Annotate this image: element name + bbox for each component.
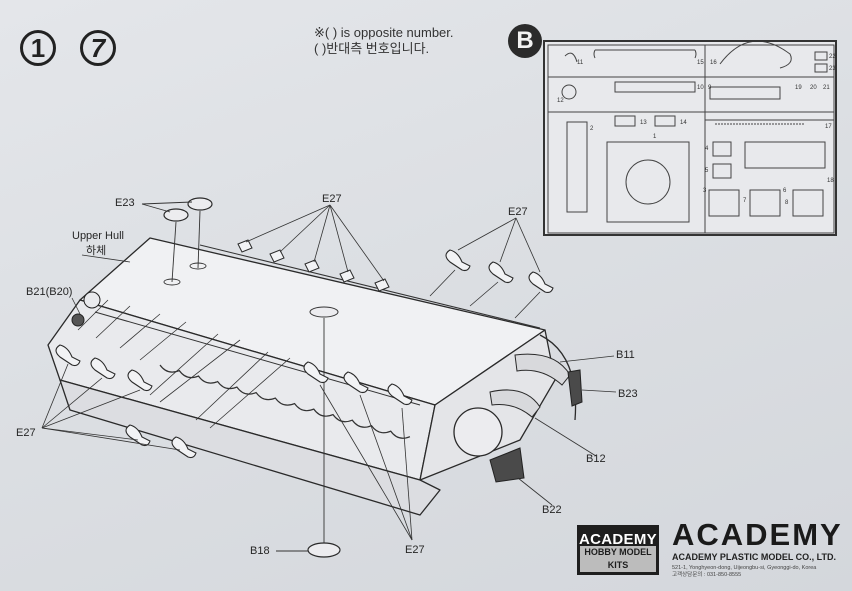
- sprue-num-7: 7: [743, 198, 747, 204]
- label-b11: B11: [616, 349, 635, 361]
- e27-hooks: [55, 249, 554, 459]
- note-korean: ( )반대측 번호입니다.: [314, 41, 430, 56]
- label-b12: B12: [586, 453, 606, 465]
- sprue-num-6: 6: [783, 188, 787, 194]
- hull-bottom: [59, 379, 441, 516]
- academy-brand-block: ACADEMY ACADEMY PLASTIC MODEL CO., LTD. …: [672, 518, 843, 579]
- fender-b11: [514, 353, 571, 386]
- label-e27-right: E27: [508, 206, 528, 218]
- brand-name: ACADEMY: [672, 517, 843, 552]
- label-e27-top: E27: [322, 193, 342, 205]
- company-address: 521-1, Yonghyeon-dong, Uijeongbu-si, Gye…: [672, 565, 817, 571]
- sprue-num-22: 22: [829, 54, 836, 60]
- sprue-b-drawing: 11 12 13 14 15 16 17 18 19 20 21 22 23 2…: [547, 42, 836, 234]
- sprue-letter-badge: B: [508, 24, 542, 58]
- sprue-num-15: 15: [697, 60, 704, 66]
- sprue-num-5: 5: [705, 168, 709, 174]
- part-b21: [71, 313, 85, 327]
- sprue-num-19: 19: [795, 85, 802, 91]
- bracket-b22: [489, 447, 525, 483]
- company-name: ACADEMY PLASTIC MODEL CO., LTD.: [672, 552, 837, 562]
- sprue-num-16: 16: [710, 60, 717, 66]
- label-e23: E23: [115, 197, 135, 209]
- cap-e23-b: [187, 197, 213, 211]
- sprue-num-9: 9: [708, 85, 712, 91]
- logo-subtitle: HOBBY MODEL KITS: [580, 546, 656, 572]
- sprue-num-1: 1: [653, 134, 657, 140]
- label-b22: B22: [542, 504, 562, 516]
- label-e27-left: E27: [16, 427, 36, 439]
- sprue-num-14: 14: [680, 120, 687, 126]
- note-english: ※( ) is opposite number.: [314, 25, 454, 40]
- sprue-num-23: 23: [829, 66, 836, 72]
- label-b21: B21(B20): [26, 286, 73, 298]
- sprue-num-11: 11: [577, 60, 584, 66]
- sprue-num-20: 20: [810, 85, 817, 91]
- sprue-num-12: 12: [557, 98, 564, 104]
- plug-b18: [307, 542, 341, 558]
- label-b23: B23: [618, 388, 638, 400]
- fender-b12: [489, 389, 541, 418]
- cap-e23-a: [163, 208, 189, 222]
- company-phone: 고객상담문의 : 031-850-8555: [672, 572, 742, 578]
- sprue-num-4: 4: [705, 146, 709, 152]
- sprue-num-13: 13: [640, 120, 647, 126]
- label-e27-bottom: E27: [405, 544, 425, 556]
- bracket-b23: [567, 369, 583, 407]
- logo-word: ACADEMY: [579, 531, 657, 548]
- sprue-b-diagram: 11 12 13 14 15 16 17 18 19 20 21 22 23 2…: [543, 40, 837, 236]
- academy-hobby-logo: ACADEMY HOBBY MODEL KITS: [577, 525, 659, 575]
- sprue-num-2: 2: [590, 126, 594, 132]
- sprue-num-17: 17: [825, 124, 832, 130]
- track-guide-teeth: [159, 364, 411, 439]
- step-number-7: 7: [80, 30, 116, 66]
- label-upper-hull: Upper Hull: [72, 230, 124, 242]
- rear-hub-part: [453, 407, 503, 457]
- label-b18: B18: [250, 545, 270, 557]
- sprue-num-10: 10: [697, 85, 704, 91]
- sprue-num-3: 3: [703, 188, 707, 194]
- step-number-1: 1: [20, 30, 56, 66]
- opposite-number-note: ※( ) is opposite number. ( )반대측 번호입니다.: [314, 25, 454, 57]
- sprue-num-8: 8: [785, 200, 789, 206]
- sprue-num-18: 18: [827, 178, 834, 184]
- label-upper-hull-kr: 하체: [86, 245, 107, 257]
- sprue-num-21: 21: [823, 85, 830, 91]
